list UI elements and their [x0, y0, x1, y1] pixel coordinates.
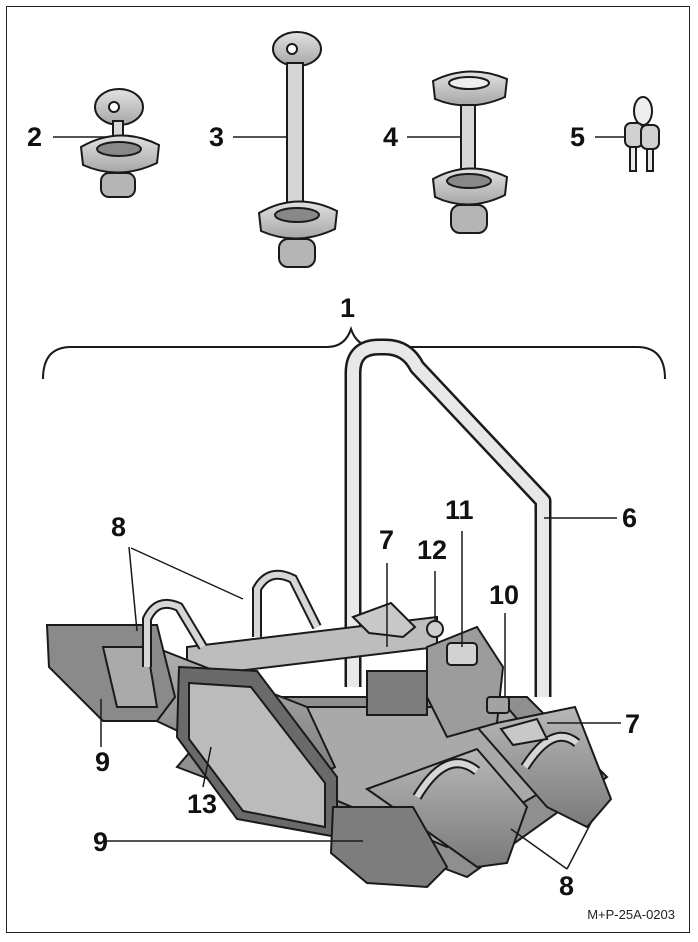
- medium-frame-holder: [431, 70, 509, 234]
- group-brace: [42, 325, 666, 380]
- callout-9-lower: 9: [93, 827, 109, 857]
- callout-4: 4: [383, 122, 399, 152]
- keys: [624, 96, 660, 172]
- tail-light-right: [329, 806, 449, 889]
- callout-5: 5: [570, 122, 586, 152]
- clamping-lever: [486, 696, 510, 714]
- callout-9-upper: 9: [95, 747, 111, 777]
- reference-code: M+P-25A-0203: [587, 907, 675, 922]
- callout-7-upper: 7: [379, 525, 395, 555]
- callout-2: 2: [27, 122, 43, 152]
- foot-pedal-left: [351, 601, 417, 639]
- callout-1: 1: [340, 293, 356, 323]
- callout-8-upper: 8: [111, 512, 127, 542]
- callout-8-lower: 8: [559, 871, 575, 901]
- callout-11: 11: [445, 495, 474, 525]
- lock-cylinder: [426, 620, 444, 638]
- callout-10: 10: [489, 580, 520, 610]
- callout-7-lower: 7: [625, 709, 641, 739]
- long-frame-holder: [257, 31, 339, 268]
- callout-3: 3: [209, 122, 225, 152]
- leader-lines: [100, 517, 621, 870]
- bike-carrier-illustration: [42, 31, 666, 889]
- callout-12: 12: [417, 535, 448, 565]
- short-frame-holder: [79, 88, 161, 198]
- callout-6: 6: [622, 503, 638, 533]
- figure-frame: 1 2 3 4 5 6 7 7 8 8 9 9 10 11 12 13 M+P-…: [6, 6, 690, 933]
- bike-carrier-assembly: [45, 338, 613, 889]
- callout-13: 13: [187, 789, 218, 819]
- foot-pedal-right: [499, 717, 549, 747]
